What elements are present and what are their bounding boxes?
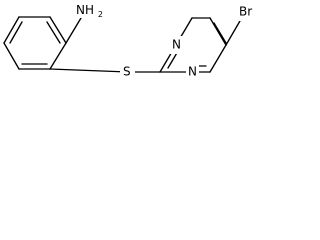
benzene-bond-1: [3, 16, 20, 44]
amine-label-bg: [75, 1, 106, 18]
amine-label-subscript: 2: [98, 10, 103, 19]
benzene-bond-3: [49, 16, 67, 44]
n-top-label: N: [172, 38, 181, 52]
atom-labels: NH 2 S N N Br: [75, 1, 259, 81]
n-bottom-label-bg: [186, 63, 199, 81]
sulfur-label: S: [123, 65, 131, 79]
bromine-label: Br: [239, 5, 252, 19]
sulfur-label-bg: [120, 63, 135, 81]
bromine-label-bg: [238, 3, 259, 21]
benzene-double-2: [46, 21, 61, 44]
benzene-bond-4: [49, 42, 67, 70]
amine-label-main: NH: [76, 3, 94, 17]
pyrimidine-bond-5: [209, 44, 227, 73]
aryl-sulfur-bond: [49, 68, 129, 73]
amine-label: NH 2: [76, 3, 103, 19]
pyrimidine-bond-4: [209, 17, 227, 46]
n-top-label-bg: [170, 36, 183, 54]
benzene-double-1: [9, 21, 23, 44]
benzene-bond-6: [3, 42, 20, 70]
chemical-structure: NH 2 S N N Br: [3, 1, 259, 81]
pyrimidine-double-2: [213, 22, 227, 44]
n-bottom-label: N: [188, 65, 197, 79]
